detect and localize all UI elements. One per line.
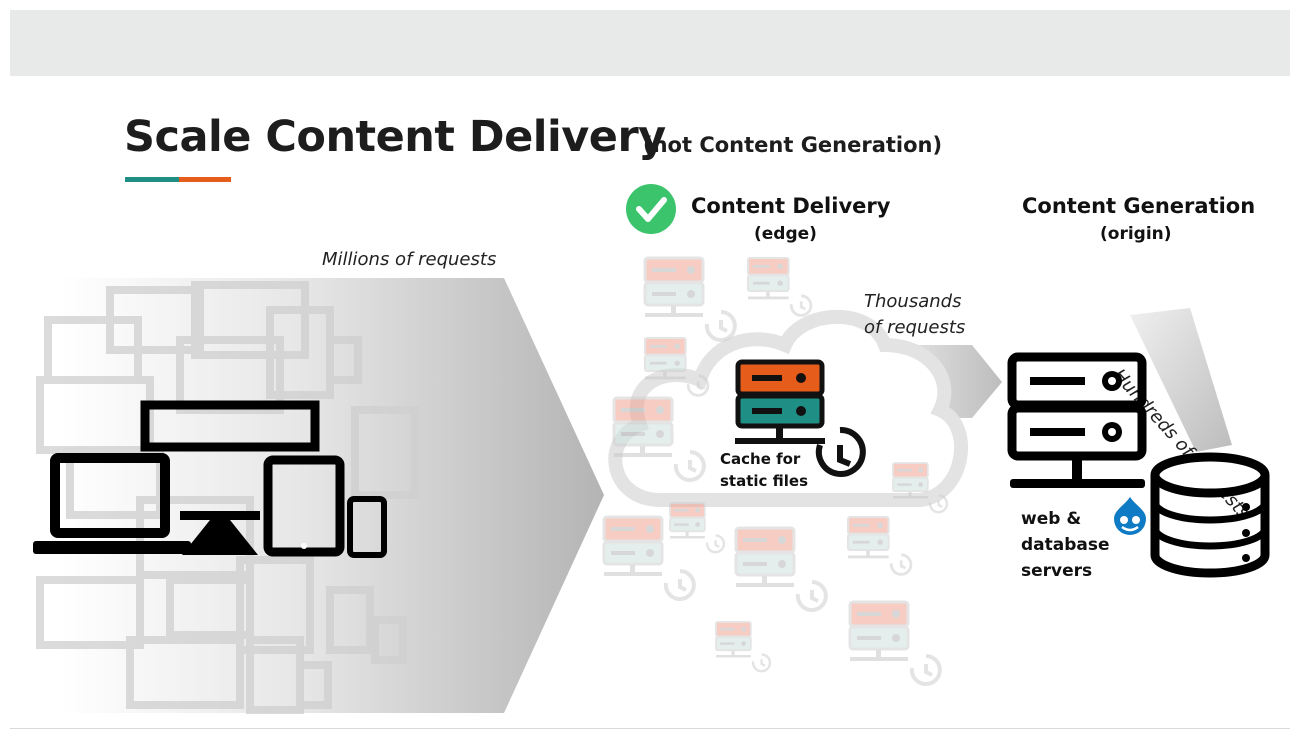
server-icon	[735, 359, 825, 444]
thousands-label-line2: of requests	[864, 317, 966, 338]
servers-label-line1: web &	[1021, 509, 1082, 529]
server-icon	[892, 462, 949, 514]
clock-icon	[751, 653, 772, 673]
title-underline-teal	[125, 177, 179, 182]
server-icon	[643, 256, 737, 342]
laptop-icon	[33, 453, 191, 554]
servers-label-line3: servers	[1021, 561, 1093, 581]
server-icon	[746, 256, 813, 317]
generation-heading: Content Generation	[1022, 194, 1256, 218]
server-icon	[715, 621, 772, 673]
clock-icon	[815, 426, 866, 477]
title-underline-orange	[179, 177, 231, 182]
clock-icon	[889, 553, 913, 576]
server-icon	[848, 600, 942, 686]
server-icon	[602, 515, 696, 601]
clock-icon	[705, 534, 726, 554]
tablet-icon	[263, 455, 345, 557]
top-band	[10, 10, 1290, 76]
delivery-subheading: (edge)	[754, 224, 817, 244]
phone-icon	[347, 496, 387, 558]
clock-icon	[909, 654, 942, 686]
slide-subtitle: (not Content Generation)	[643, 133, 943, 157]
cache-label-line2: static files	[720, 472, 809, 490]
generation-subheading: (origin)	[1100, 224, 1172, 244]
clock-icon	[686, 374, 710, 397]
server-icon	[846, 515, 913, 576]
delivery-heading: Content Delivery	[691, 194, 891, 218]
clock-icon	[928, 494, 949, 514]
server-icon	[734, 526, 828, 612]
clock-icon	[673, 450, 706, 482]
clock-icon	[704, 310, 737, 342]
drupal-logo-icon	[1114, 497, 1146, 535]
clock-icon	[795, 580, 828, 612]
monitor-icon	[140, 400, 320, 555]
servers-label-line2: database	[1021, 535, 1110, 555]
clock-icon	[789, 294, 813, 317]
clock-icon	[663, 569, 696, 601]
server-icon	[643, 336, 710, 397]
server-icon	[612, 396, 706, 482]
database-icon	[1150, 452, 1270, 578]
server-icon	[1007, 352, 1147, 488]
thousands-label-line1: Thousands	[864, 291, 962, 312]
server-icon	[669, 502, 726, 554]
millions-label: Millions of requests	[322, 249, 497, 270]
cache-label-line1: Cache for	[720, 450, 801, 468]
slide-title: Scale Content Delivery	[124, 112, 666, 162]
